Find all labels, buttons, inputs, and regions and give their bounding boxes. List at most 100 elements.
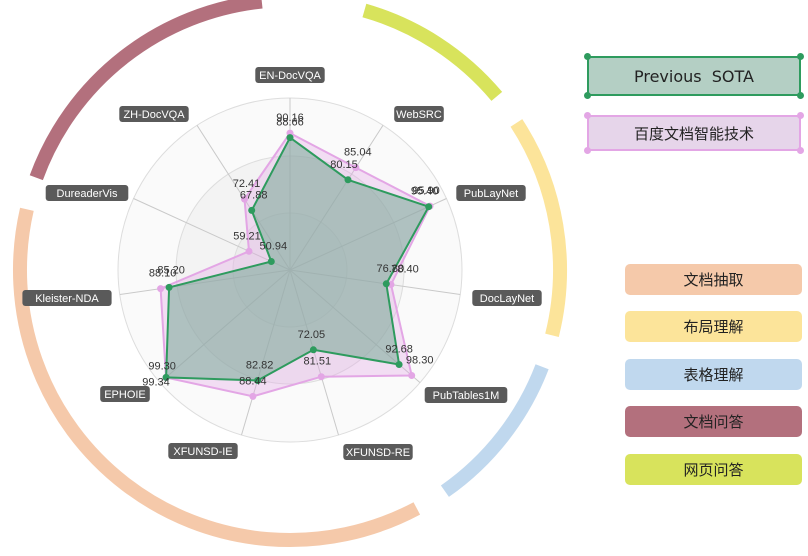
axis-label-group: XFUNSD-IE	[168, 443, 238, 459]
legend-previous-sota-label: Previous SOTA	[633, 66, 754, 86]
category-legend-label: 布局理解	[683, 318, 744, 336]
axis-label-group: ZH-DocVQA	[119, 106, 189, 122]
data-label: 92.68	[385, 344, 413, 356]
data-point-previous-sota	[309, 346, 317, 354]
axis-labels: EN-DocVQA WebSRC PubLayNetDocLayNetPubTabl…	[22, 67, 542, 460]
data-label: 59.21	[233, 230, 261, 242]
axis-label-group: DocLayNet	[472, 290, 542, 306]
data-point-baidu	[408, 372, 416, 379]
data-point-previous-sota	[395, 361, 403, 368]
data-label: 50.94	[260, 241, 288, 253]
category-legend-label: 表格理解	[683, 366, 744, 384]
category-legend-docqa: 文档问答	[625, 406, 802, 437]
data-label: 78.40	[391, 264, 419, 276]
axis-label-background	[100, 386, 150, 402]
data-point-baidu	[352, 164, 360, 172]
data-label: 88.10	[149, 268, 177, 280]
legend-baidu: 百度文档智能技术	[584, 112, 804, 154]
data-label: 67.88	[240, 189, 268, 201]
category-legend-extraction: 文档抽取	[625, 264, 802, 295]
ring-layout	[510, 119, 568, 337]
data-label: 72.41	[233, 178, 261, 190]
legend-corner-dot	[797, 112, 804, 119]
legend-corner-dot	[584, 53, 591, 60]
legend-corner-dot	[584, 92, 591, 99]
legend-corner-dot	[797, 147, 804, 154]
axis-label-background	[394, 106, 444, 122]
category-legend-label: 文档抽取	[683, 271, 744, 289]
data-point-baidu	[245, 247, 253, 255]
data-label: 95.90	[412, 185, 440, 197]
legend-corner-dot	[797, 53, 804, 60]
category-legend-label: 网页问答	[683, 461, 744, 479]
category-legend-layout: 布局理解	[625, 311, 802, 342]
axis-label: ZH-DocVQA	[123, 109, 185, 121]
category-rings	[13, 0, 568, 548]
axis-label-background	[255, 67, 325, 83]
data-label: 82.82	[246, 360, 274, 372]
category-legend-table: 表格理解	[625, 359, 802, 390]
data-point-baidu	[317, 373, 325, 381]
axis-label-background	[343, 444, 413, 460]
data-label: 72.05	[298, 329, 326, 341]
axis-label: EN-DocVQA	[259, 70, 321, 82]
data-label: 88.66	[276, 117, 304, 129]
axis-label-group: DureaderVis	[45, 185, 129, 201]
data-label: 88.44	[239, 375, 267, 387]
data-label: 80.15	[330, 159, 358, 171]
data-point-previous-sota	[425, 203, 433, 211]
data-label: 85.20	[157, 264, 185, 276]
data-point-previous-sota	[267, 258, 275, 265]
axis-label: PubTables1M	[433, 390, 500, 402]
data-point-previous-sota	[254, 377, 262, 384]
axis-label: WebSRC	[396, 109, 442, 121]
ring-webqa	[362, 3, 503, 101]
axis-label: DocLayNet	[480, 293, 534, 305]
data-label: 81.51	[304, 356, 332, 368]
series-points: 88.6680.1595.4076.8092.6872.0582.8299.30…	[142, 112, 440, 400]
axis-label-group: Kleister-NDA	[22, 290, 112, 306]
legend-corner-dot	[797, 92, 804, 99]
legend-previous-sota: Previous SOTA	[584, 53, 804, 99]
axis-label: EPHOIE	[104, 389, 146, 401]
axis-label-background	[45, 185, 129, 201]
data-point-previous-sota	[165, 283, 173, 291]
axis-label-background	[472, 290, 542, 306]
series-polygons	[159, 131, 432, 398]
axis-label: Kleister-NDA	[35, 293, 99, 305]
axis-label: XFUNSD-RE	[346, 447, 410, 459]
data-point-previous-sota	[286, 134, 294, 142]
axis-label-group: PubTables1M	[424, 387, 508, 403]
axis-label-group: EN-DocVQA	[255, 67, 325, 83]
axis-label-group: EPHOIE	[100, 386, 150, 402]
axis-label: XFUNSD-IE	[173, 446, 232, 458]
data-label: 85.04	[344, 147, 372, 159]
axis-label-background	[424, 387, 508, 403]
data-label: 99.30	[148, 360, 176, 372]
data-point-previous-sota	[248, 206, 256, 214]
series-polygon-previous-sota	[165, 136, 431, 382]
data-label: 90.16	[276, 112, 304, 124]
data-point-previous-sota	[344, 176, 352, 184]
legend-corner-dot	[584, 147, 591, 154]
axis-label: PubLayNet	[464, 188, 518, 200]
axis-label-background	[22, 290, 112, 306]
data-label: 99.34	[142, 377, 170, 389]
data-label: 95.40	[411, 186, 439, 198]
axis-line	[133, 198, 291, 271]
ring-docqa	[29, 0, 263, 181]
axis-label-group: XFUNSD-RE	[343, 444, 413, 460]
legend-corner-dot	[584, 112, 591, 119]
data-label: 98.30	[406, 355, 434, 367]
legend-baidu-label: 百度文档智能技术	[633, 124, 754, 143]
data-point-baidu	[241, 195, 248, 203]
ring-extraction	[13, 207, 421, 548]
data-point-baidu	[157, 285, 165, 293]
data-point-previous-sota	[382, 280, 390, 288]
axis-label-group: PubLayNet	[456, 185, 526, 201]
data-point-previous-sota	[162, 373, 170, 381]
axis-label-group: WebSRC	[394, 106, 444, 122]
category-legend-label: 文档问答	[683, 413, 744, 431]
category-legend-webqa: 网页问答	[625, 454, 802, 485]
